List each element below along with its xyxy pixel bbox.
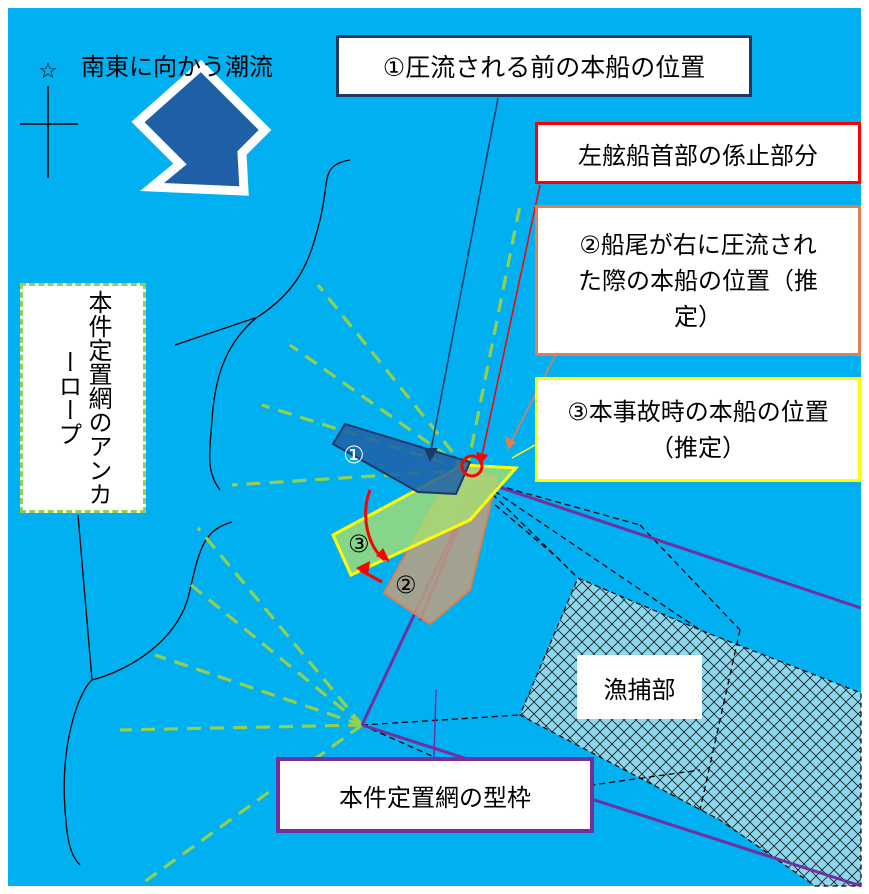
hook-circle: [460, 454, 484, 478]
marker-1: ①: [343, 441, 365, 469]
svg-text:☆: ☆: [38, 59, 58, 84]
anchor-rope-braces: [63, 159, 351, 866]
rotation-arrows: [356, 489, 390, 584]
label-position-1: ①圧流される前の本船の位置: [336, 35, 752, 97]
leader-lines: [424, 97, 558, 758]
ship-position-1: [331, 422, 472, 496]
label-position-2: ②船尾が右に圧流された際の本船の位置（推定）: [535, 205, 861, 356]
north-compass-icon: ☆: [20, 59, 78, 178]
current-direction-arrow-icon: [131, 59, 272, 196]
label-hook-part: 左舷船首部の係止部分: [535, 122, 861, 184]
marker-2: ②: [395, 571, 417, 599]
label-anchor-rope: 本件定置網のアンカーロープ: [20, 283, 146, 513]
marker-3: ③: [348, 530, 370, 558]
label-position-3: ③本事故時の本船の位置（推定）: [535, 377, 861, 482]
label-catch-area: 漁捕部: [577, 655, 702, 719]
label-net-frame: 本件定置網の型枠: [276, 757, 594, 833]
current-label: 南東に向かう潮流: [81, 53, 273, 81]
